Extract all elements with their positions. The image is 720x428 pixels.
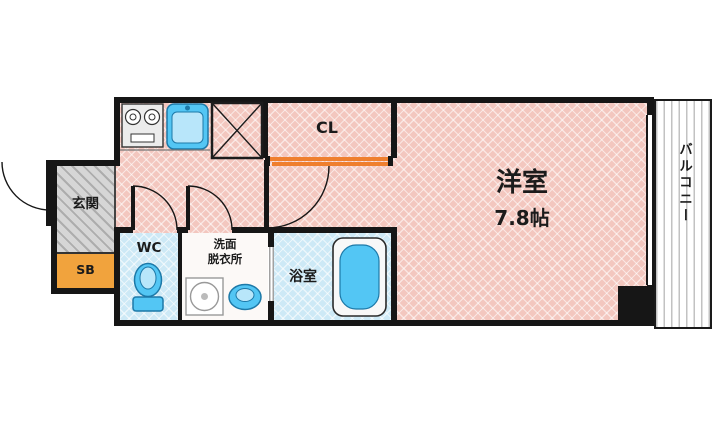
closet-sliding-door (272, 162, 391, 166)
main-room-size-label: 7.8帖 (494, 206, 550, 230)
wall-segment (120, 227, 133, 233)
wall-segment (51, 288, 120, 294)
entrance-floor (57, 166, 114, 254)
wall-segment (391, 97, 397, 158)
wall-segment (268, 227, 274, 247)
main-room-label: 洋室 (495, 168, 548, 199)
wall-segment (114, 320, 654, 326)
balcony-label: バルコニー (676, 142, 692, 225)
wall-segment (51, 160, 57, 294)
wall-segment (274, 227, 397, 233)
balcony-floor (654, 99, 712, 329)
washroom-label-line2: 脱衣所 (207, 252, 243, 267)
wall-segment (232, 227, 274, 233)
wc-label: WC (136, 240, 162, 257)
wall-segment (114, 97, 120, 166)
wall-segment (647, 97, 654, 115)
wall-segment (268, 301, 274, 326)
shoe-box (57, 254, 114, 288)
entrance-label: 玄関 (72, 196, 99, 213)
wall-segment (114, 97, 654, 103)
washroom-label-line1: 洗面 (213, 237, 237, 252)
balcony-window (646, 115, 654, 285)
wall-segment (391, 227, 397, 326)
wall-segment (114, 227, 120, 326)
bathroom-label: 浴室 (289, 268, 317, 285)
wall-segment (262, 97, 268, 158)
closet-label: CL (316, 117, 338, 137)
entrance-door-arc (1, 161, 51, 211)
shoebox-label: SB (76, 261, 95, 277)
entrance-step-line (114, 166, 116, 227)
closet-door-rail-cap (265, 156, 270, 166)
closet-door-rail-cap (388, 156, 393, 166)
pillar (618, 286, 654, 326)
wall-segment (177, 227, 188, 233)
closet-sliding-door (268, 157, 389, 161)
wall-segment (51, 160, 120, 166)
entrance-door (1, 160, 54, 226)
wall-segment (178, 227, 182, 326)
shoe-box-divider-line (57, 252, 114, 254)
